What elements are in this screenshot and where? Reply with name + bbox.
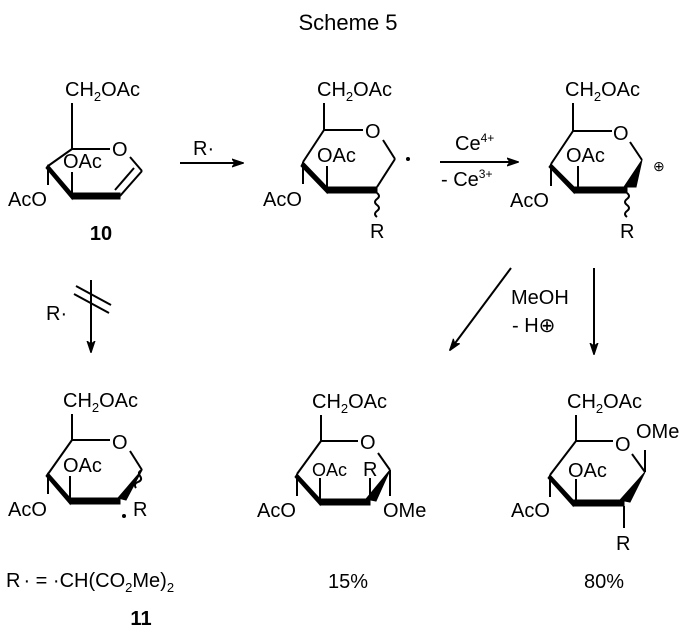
ring-oxygen: O xyxy=(613,123,629,145)
ring-oxygen: O xyxy=(112,432,128,454)
ome-label: OMe xyxy=(636,421,679,443)
wavy-bond xyxy=(624,192,630,218)
bond xyxy=(382,139,396,160)
ome-label: OMe xyxy=(383,500,426,522)
bond xyxy=(376,158,396,188)
arrow-methanolysis: MeOH - H⊕ xyxy=(450,267,594,354)
radical-dot xyxy=(406,157,410,161)
wedge-bond xyxy=(619,471,646,503)
ch2oac-label: CH2OAc xyxy=(565,79,640,104)
molecule-glycal-10: CH2OAc O OAc AcO 10 xyxy=(8,79,143,245)
bond xyxy=(119,170,143,197)
compound-number-11: 11 xyxy=(130,608,151,630)
ch2oac-label: CH2OAc xyxy=(567,391,642,416)
oac-label: OAc xyxy=(312,460,347,480)
bond xyxy=(47,439,73,475)
bond xyxy=(129,156,143,172)
molecule-compound-11: CH2OAc O OAc AcO R xyxy=(8,390,147,521)
bold-bond xyxy=(319,498,371,506)
reduced-label: - Ce3+ xyxy=(441,167,492,191)
arrow-blocked: R· xyxy=(46,280,112,352)
r-label: R xyxy=(133,499,147,521)
scheme-title: Scheme 5 xyxy=(298,10,397,35)
strike-line xyxy=(73,293,110,314)
bond xyxy=(377,452,391,471)
molecule-product-alpha: CH2OAc O OAc R AcO OMe 15% xyxy=(257,391,426,593)
oac-label: OAc xyxy=(566,145,605,167)
wavy-bond xyxy=(133,469,143,489)
ch2oac-label: CH2OAc xyxy=(65,79,140,104)
bond xyxy=(302,129,325,163)
oac-label: OAc xyxy=(568,460,607,482)
bond xyxy=(47,148,73,167)
ch2oac-label: CH2OAc xyxy=(63,390,138,415)
wedge-bond xyxy=(547,474,574,508)
wedge-bond xyxy=(300,161,328,195)
wedge-bond xyxy=(365,469,391,502)
r-label: R xyxy=(370,221,384,243)
reaction-arrow-alpha xyxy=(450,267,512,350)
wedge-bond xyxy=(548,163,575,195)
radical-dot xyxy=(122,514,126,518)
bond xyxy=(296,440,322,475)
bold-bond xyxy=(69,497,121,505)
bond xyxy=(629,141,643,161)
bond xyxy=(550,130,574,165)
molecule-product-beta: CH2OAc O OMe OAc AcO R 80% xyxy=(511,391,679,593)
aco-label: AcO xyxy=(263,189,302,211)
aco-label: AcO xyxy=(257,500,296,522)
compound-number-10: 10 xyxy=(90,223,112,245)
oac-label: OAc xyxy=(63,455,102,477)
aco-label: AcO xyxy=(510,190,549,212)
ring-oxygen: O xyxy=(112,139,128,161)
positive-charge-icon: ⊕ xyxy=(653,158,665,174)
oac-label: OAc xyxy=(63,151,102,173)
ring-oxygen: O xyxy=(365,121,381,143)
aco-label: AcO xyxy=(8,499,47,521)
ch2oac-label: CH2OAc xyxy=(317,79,392,104)
double-bond-inner xyxy=(114,167,135,191)
r-definition: R· = ·CH(CO2Me)2 xyxy=(6,570,174,595)
wedge-bond xyxy=(623,159,643,188)
ring-oxygen: O xyxy=(360,432,376,454)
wedge-bond xyxy=(45,164,73,201)
wavy-bond xyxy=(374,192,380,218)
bold-bond xyxy=(71,192,121,200)
aco-label: AcO xyxy=(511,500,550,522)
yield-label: 80% xyxy=(584,571,624,593)
strike-line xyxy=(75,285,112,306)
aco-label: AcO xyxy=(8,189,47,211)
arrow-radical-addition: R· xyxy=(180,138,243,163)
ring-oxygen: O xyxy=(615,434,631,456)
bold-bond xyxy=(573,186,628,194)
wedge-bond xyxy=(294,473,321,507)
wedge-bond xyxy=(45,472,71,506)
oxidant-label: Ce4+ xyxy=(455,131,494,155)
r-label: R xyxy=(616,533,630,555)
arrow-reagent-label: R· xyxy=(46,303,67,325)
ch2oac-label: CH2OAc xyxy=(312,391,387,416)
arrow-reagent-label: R· xyxy=(193,138,214,160)
proton-loss-label: - H⊕ xyxy=(512,315,555,337)
r-label: R xyxy=(620,221,634,243)
bond xyxy=(129,450,143,471)
oac-label: OAc xyxy=(317,145,356,167)
bold-bond xyxy=(572,499,625,507)
yield-label: 15% xyxy=(328,571,368,593)
methanol-label: MeOH xyxy=(511,287,569,309)
bond xyxy=(549,440,577,476)
bold-bond xyxy=(326,186,378,194)
molecule-oxocarbenium: CH2OAc O OAc AcO R ⊕ xyxy=(510,79,665,243)
arrow-oxidation: Ce4+ - Ce3+ xyxy=(440,131,518,191)
r-label: R xyxy=(363,459,377,481)
bond xyxy=(631,453,646,473)
molecule-radical-adduct: CH2OAc O OAc AcO R xyxy=(263,79,410,243)
